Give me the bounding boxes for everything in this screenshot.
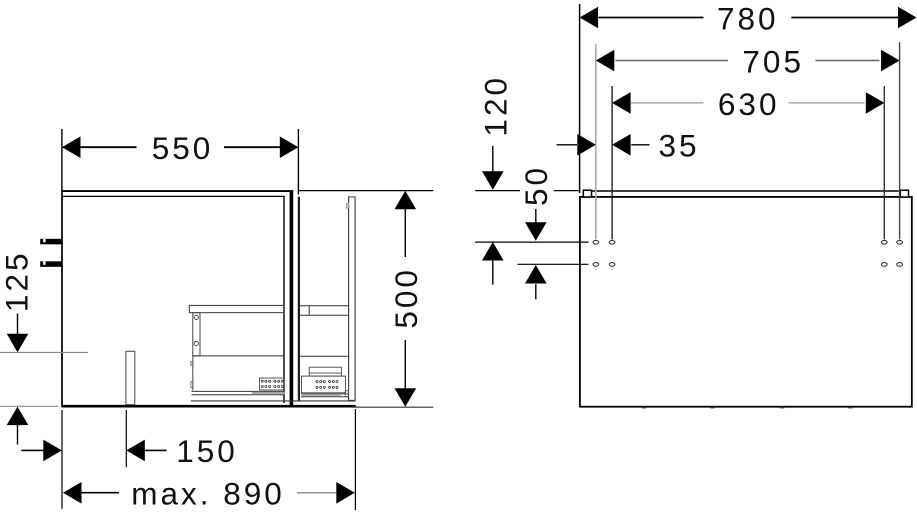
svg-text:50: 50 bbox=[518, 165, 554, 206]
svg-text:35: 35 bbox=[658, 128, 699, 164]
svg-text:780: 780 bbox=[717, 0, 779, 36]
svg-text:120: 120 bbox=[477, 75, 513, 137]
svg-text:550: 550 bbox=[152, 130, 214, 166]
svg-text:125: 125 bbox=[0, 251, 35, 313]
svg-text:705: 705 bbox=[742, 43, 804, 79]
svg-text:150: 150 bbox=[176, 433, 238, 469]
svg-text:500: 500 bbox=[388, 267, 424, 329]
svg-text:max. 890: max. 890 bbox=[131, 476, 285, 512]
svg-text:630: 630 bbox=[718, 86, 780, 122]
